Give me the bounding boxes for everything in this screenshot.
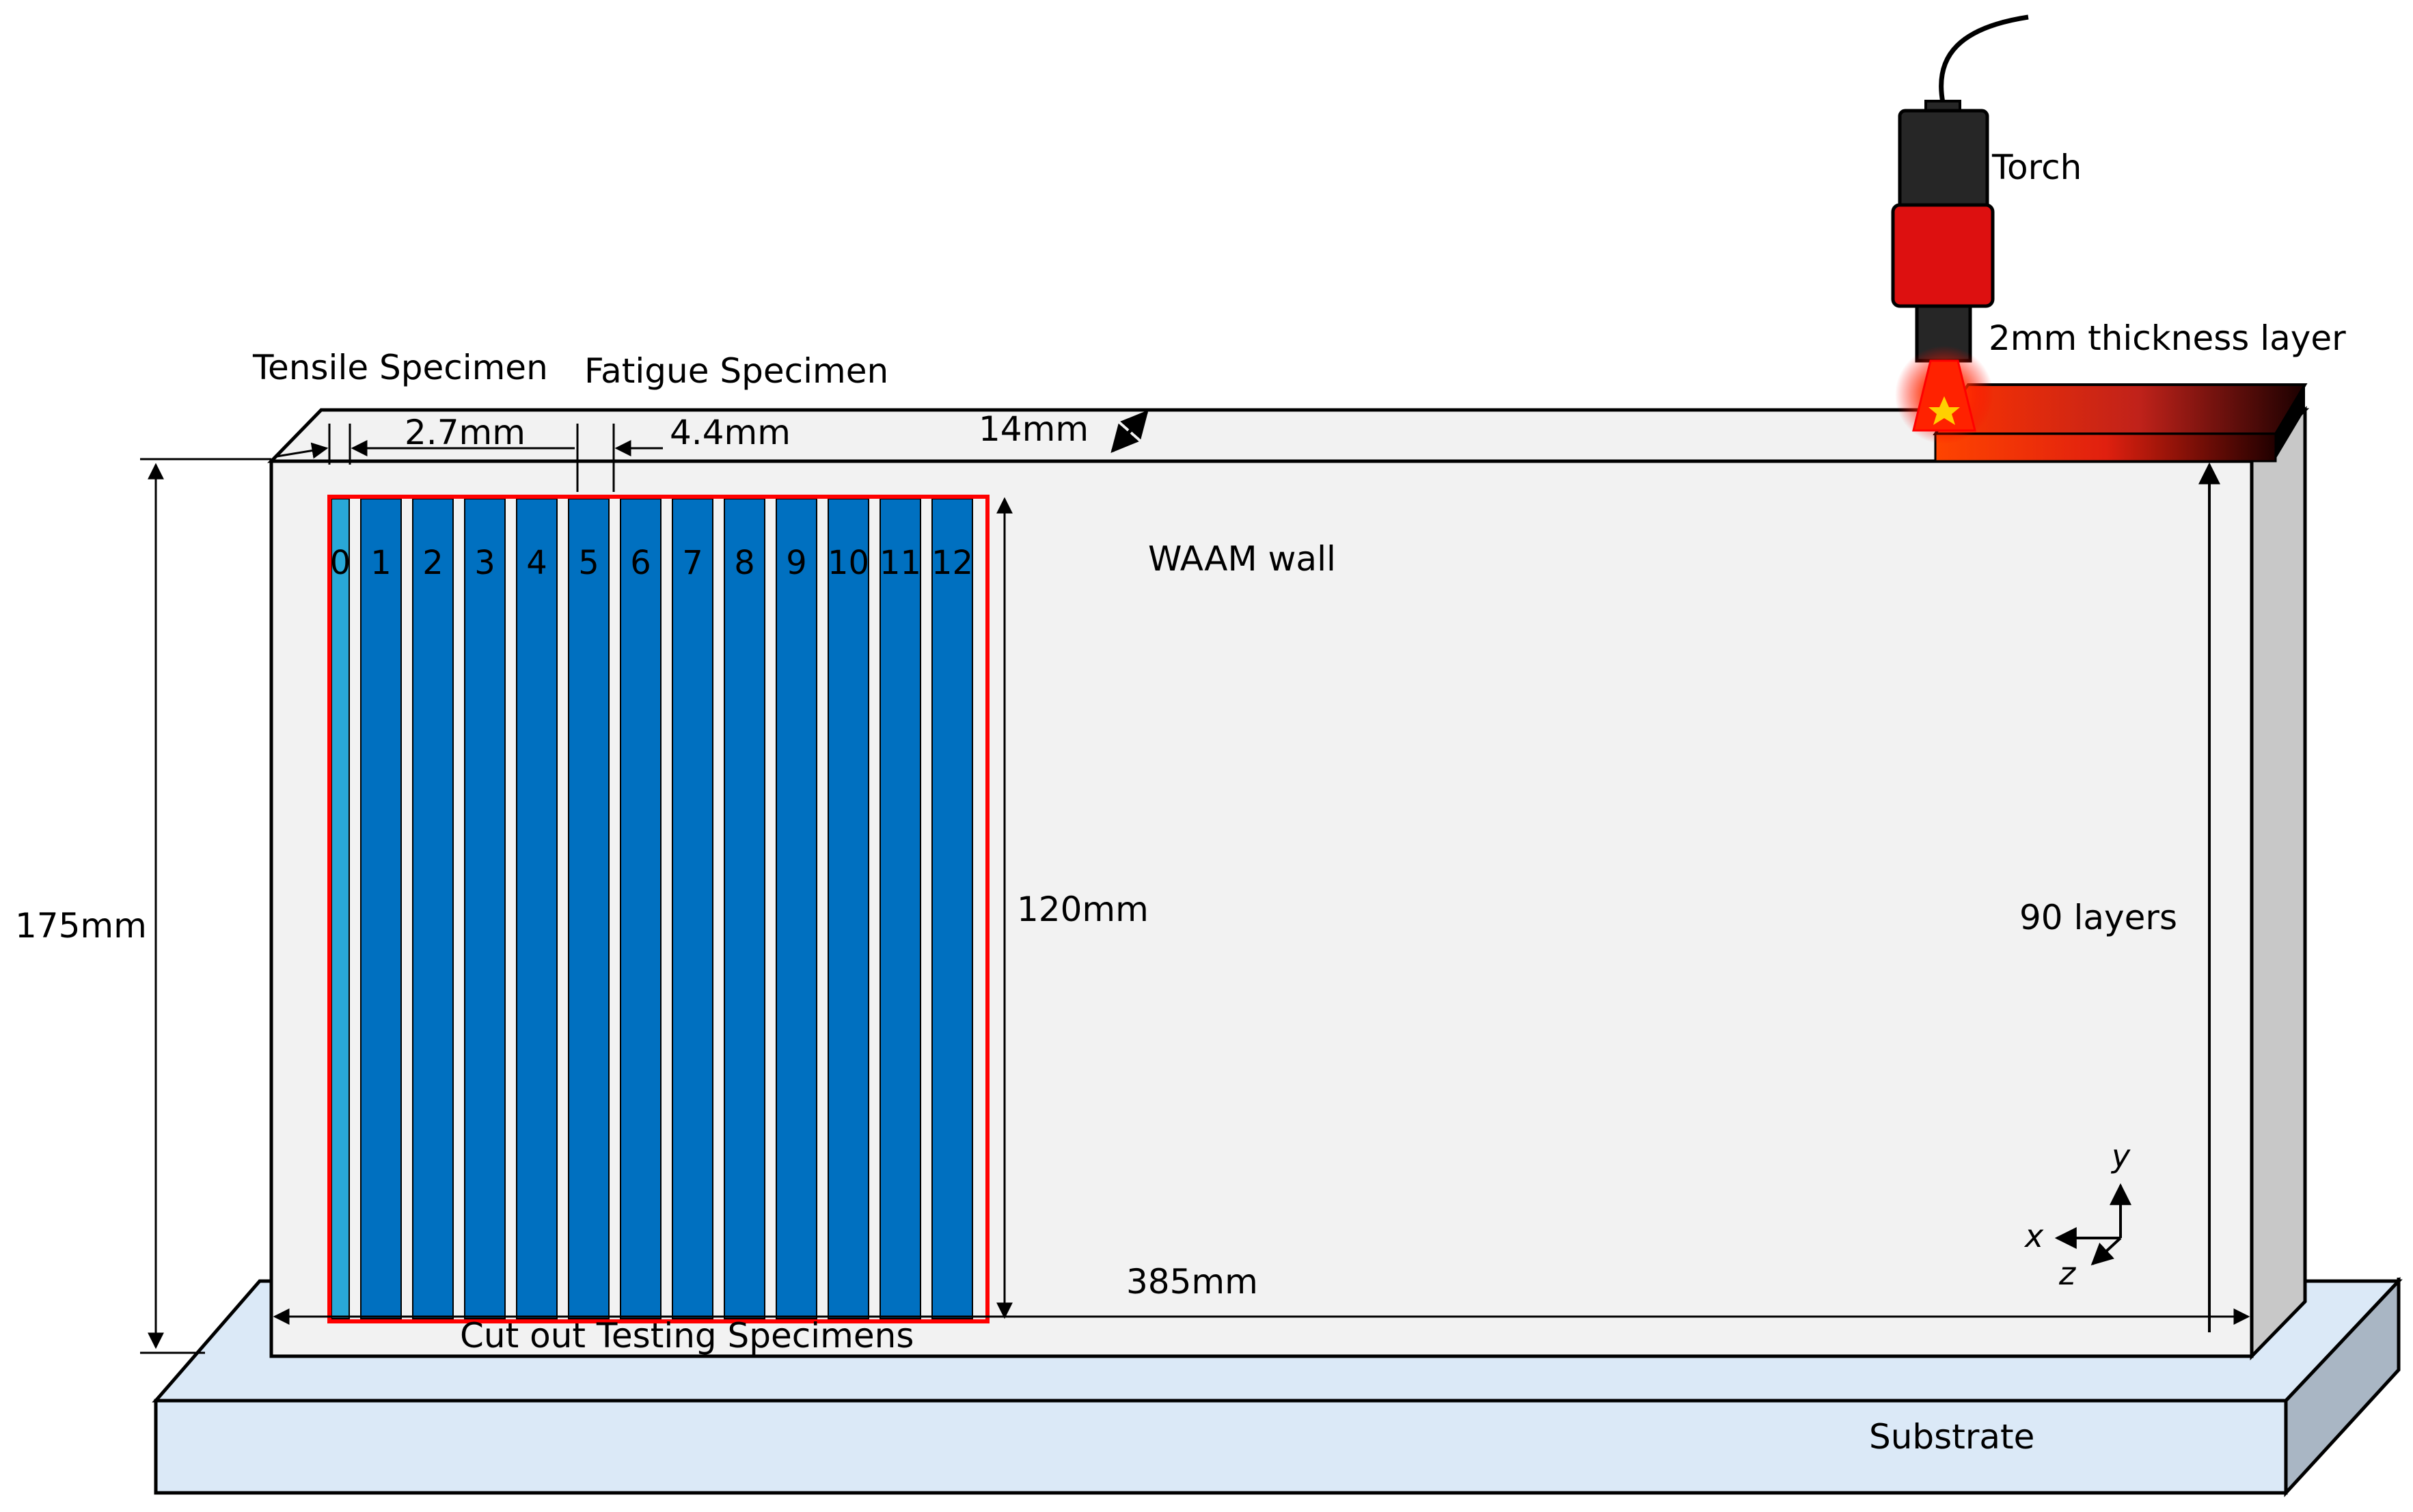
dim-120-label: 120mm (1017, 890, 1149, 929)
specimen-number: 5 (578, 544, 599, 582)
fatigue-specimen-strip (828, 498, 869, 1319)
fatigue-specimen-label: Fatigue Specimen (584, 351, 888, 391)
dim-175-label: 175mm (15, 906, 147, 946)
specimen-number: 4 (526, 544, 547, 582)
torch-cable (1939, 14, 2029, 103)
fatigue-specimen-strip (412, 498, 454, 1319)
dim-385-label: 385mm (1126, 1262, 1258, 1302)
specimen-number: 3 (474, 544, 495, 582)
dim-175 (140, 458, 271, 1354)
z-axis-arrow (2090, 1237, 2122, 1266)
specimen-number: 11 (880, 544, 921, 582)
substrate-label: Substrate (1869, 1417, 2034, 1457)
fatigue-specimen-strip (880, 498, 921, 1319)
axis-y-label: y (2110, 1138, 2131, 1174)
specimen-number: 2 (422, 544, 444, 582)
axis-z-label: z (2058, 1255, 2076, 1292)
specimen-number: 6 (630, 544, 651, 582)
waam-wall-label: WAAM wall (1148, 539, 1336, 579)
specimen-number: 8 (734, 544, 755, 582)
torch-collar (1891, 203, 1995, 308)
specimen-number: 1 (370, 544, 392, 582)
specimen-number: 12 (931, 544, 973, 582)
fatigue-specimen-strip (620, 498, 662, 1319)
layer-thickness-label: 2mm thickness layer (1989, 318, 2346, 358)
axis-triad (2054, 1183, 2131, 1266)
specimen-number: 7 (682, 544, 703, 582)
tensile-pointer-line (276, 442, 329, 459)
torch-body (1898, 109, 1989, 215)
fatigue-specimen-strip (672, 498, 713, 1319)
layers-label: 90 layers (2019, 898, 2177, 937)
fatigue-specimen-strip (776, 498, 817, 1319)
arc-flame (1912, 359, 1976, 432)
torch-label: Torch (1991, 148, 2082, 187)
fatigue-specimen-strip (360, 498, 402, 1319)
wall-side-face (2250, 406, 2307, 1361)
fatigue-specimen-strip (464, 498, 506, 1319)
dim-14-arrow (1110, 409, 1149, 454)
dim-4-4-label: 4.4mm (670, 413, 791, 452)
specimen-number: 10 (828, 544, 869, 582)
dim-14-label: 14mm (979, 409, 1089, 449)
hot-layer-front (1934, 432, 2277, 463)
specimen-number: 9 (786, 544, 807, 582)
tensile-specimen-label: Tensile Specimen (252, 348, 548, 387)
fatigue-specimen-strip (516, 498, 558, 1319)
fatigue-specimen-strip (568, 498, 610, 1319)
specimen-strips (331, 498, 973, 1319)
hot-layer-side (2276, 385, 2305, 459)
fatigue-specimen-strip (724, 498, 765, 1319)
tensile-specimen-strip (331, 498, 350, 1319)
axis-x-label: x (2023, 1218, 2044, 1254)
dim-2-7-label: 2.7mm (405, 413, 526, 452)
specimen-number: 0 (330, 544, 351, 582)
specimen-width-dimensions (276, 424, 663, 492)
substrate-front-face (154, 1399, 2288, 1495)
torch (1891, 14, 2029, 444)
fatigue-specimen-strip (931, 498, 973, 1319)
arc-spark (1928, 396, 1960, 425)
cut-out-label: Cut out Testing Specimens (460, 1316, 914, 1356)
